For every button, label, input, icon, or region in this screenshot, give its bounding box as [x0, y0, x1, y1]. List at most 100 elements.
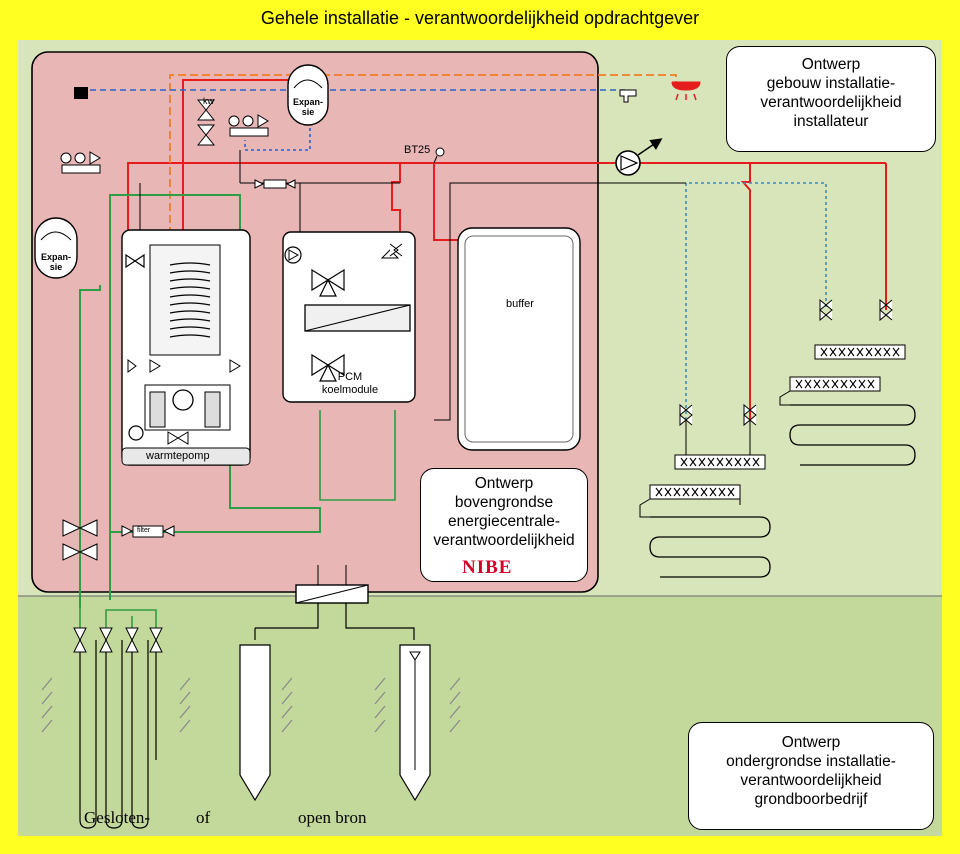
manifold-valve-icon: [682, 487, 690, 497]
filter-label: filter: [137, 527, 151, 534]
cold-water-valves: [196, 99, 216, 146]
pump-icon: [128, 425, 144, 441]
open-source-wells: [239, 603, 431, 802]
driller-line-2: ondergrondse installatie-: [726, 753, 896, 770]
return-pipe-floor1: [685, 182, 827, 420]
supply-pipe-hp-up: [182, 79, 300, 235]
manifold-valve-icon: [718, 487, 726, 497]
installer-line-3: verantwoordelijkheid: [760, 94, 902, 111]
manifold-valve-icon: [838, 347, 846, 357]
open-source-label: open bron: [298, 808, 367, 827]
tap-icon: [74, 87, 637, 103]
manifold-valve-icon: [849, 379, 857, 389]
manifold-valve-icon: [673, 487, 681, 497]
expansion-vessel-icon: [34, 217, 78, 279]
manifold-valve-icon: [752, 457, 760, 467]
heat-exchanger-icon: [295, 565, 369, 604]
manifold-valve-icon: [813, 379, 821, 389]
expansion-top-label: Expan- sie: [292, 97, 324, 117]
closed-loop-probes: [79, 640, 157, 829]
diagram-title: Gehele installatie - verantwoordelijkhei…: [260, 8, 700, 28]
driller-line-1: Ontwerp: [781, 734, 841, 751]
manifold-valve-icon: [795, 379, 803, 389]
manifold-valve-icon: [716, 457, 724, 467]
manifold-valve-icon: [707, 457, 715, 467]
supply-pipe-floor1: [740, 163, 751, 420]
energy-line-4: verantwoordelijkheid: [433, 532, 575, 549]
brine-pipe-4: [319, 410, 396, 501]
driller-line-4: grondboorbedrijf: [754, 791, 868, 808]
manifold-valve-icon: [734, 457, 742, 467]
expansion-left-line-2: sie: [49, 262, 63, 272]
manifold-valve-icon: [698, 457, 706, 467]
closed-source-label: Gesloten-: [84, 808, 151, 827]
manifold-valve-icon: [831, 379, 839, 389]
manifold-valve-icon: [691, 487, 699, 497]
thermometer-icon: [433, 147, 445, 164]
manifold-valve-icon: [874, 347, 882, 357]
manifold-valve-icon: [820, 347, 828, 357]
energy-line-3: energiecentrale-: [447, 513, 560, 530]
installer-line-1: Ontwerp: [801, 56, 861, 73]
expansion-left-line-1: Expan-: [40, 252, 71, 262]
installer-box: Ontwerp gebouw installatie- verantwoorde…: [726, 46, 936, 152]
ground-hatching: [41, 677, 461, 733]
manifold-valve-icon: [700, 487, 708, 497]
manifold-valve-icon: [847, 347, 855, 357]
manifold-valve-icon: [867, 379, 875, 389]
manifold-valve-icon: [664, 487, 672, 497]
valve-icon: [62, 519, 98, 561]
manifold-valve-icon: [804, 379, 812, 389]
pcm-label: PCM koelmodule: [315, 371, 385, 397]
manifold-valve-icon: [680, 457, 688, 467]
manifold-valve-icon: [883, 347, 891, 357]
manifold-valve-icon: [858, 379, 866, 389]
shower-icon: [671, 81, 701, 101]
buffer-tank: [457, 227, 581, 451]
valve-icon: [73, 627, 163, 653]
valve-icon: [127, 359, 241, 373]
installer-line-2: gebouw installatie-: [766, 75, 896, 92]
return-pipe-main: [434, 182, 686, 421]
manifold-valve-icon: [689, 457, 697, 467]
nibe-brand: NIBE: [462, 557, 513, 578]
filter-icon: [121, 525, 175, 538]
manifold-valve-icon: [655, 487, 663, 497]
pcm-line-1: PCM: [337, 371, 363, 383]
manifold-valve-icon: [725, 457, 733, 467]
driller-line-3: verantwoordelijkheid: [740, 772, 882, 789]
energy-line-2: bovengrondse: [454, 494, 554, 511]
manifold-valve-icon: [829, 347, 837, 357]
warm-water-pipe: [169, 74, 677, 235]
valve-icon: [254, 179, 296, 189]
expansion-left-label: Expan- sie: [39, 252, 73, 272]
or-label: of: [196, 808, 211, 827]
expansion-top-line-2: sie: [301, 107, 315, 117]
brine-pipe-1: [109, 194, 241, 600]
manifold-valve-icon: [892, 347, 900, 357]
bt25-label: BT25: [404, 144, 431, 156]
pump-icon: [284, 246, 302, 264]
manifold-valve-icon: [840, 379, 848, 389]
coil-icon: [169, 262, 211, 338]
manifold-valve-icon: [709, 487, 717, 497]
pcm-line-2: koelmodule: [321, 384, 379, 396]
expansion-top-line-1: Expan-: [292, 97, 323, 107]
supply-pipe-hp: [127, 162, 400, 235]
heat-pump-label: warmtepomp: [146, 450, 210, 462]
manifold-valve-icon: [822, 379, 830, 389]
brine-pipe-2: [79, 285, 101, 608]
supply-pipe-buffer: [433, 163, 460, 241]
safety-valve-group: [60, 114, 269, 174]
installer-line-4: installateur: [793, 113, 869, 130]
manifold-valve-icon: [865, 347, 873, 357]
manifold-valve-icon: [743, 457, 751, 467]
energy-line-1: Ontwerp: [474, 475, 534, 492]
valve-icon: [167, 243, 403, 445]
driller-box: Ontwerp ondergrondse installatie- verant…: [688, 722, 934, 830]
valve-icon: [125, 253, 345, 382]
compressor-icon: [149, 389, 221, 428]
kw-label: kw: [203, 96, 214, 106]
